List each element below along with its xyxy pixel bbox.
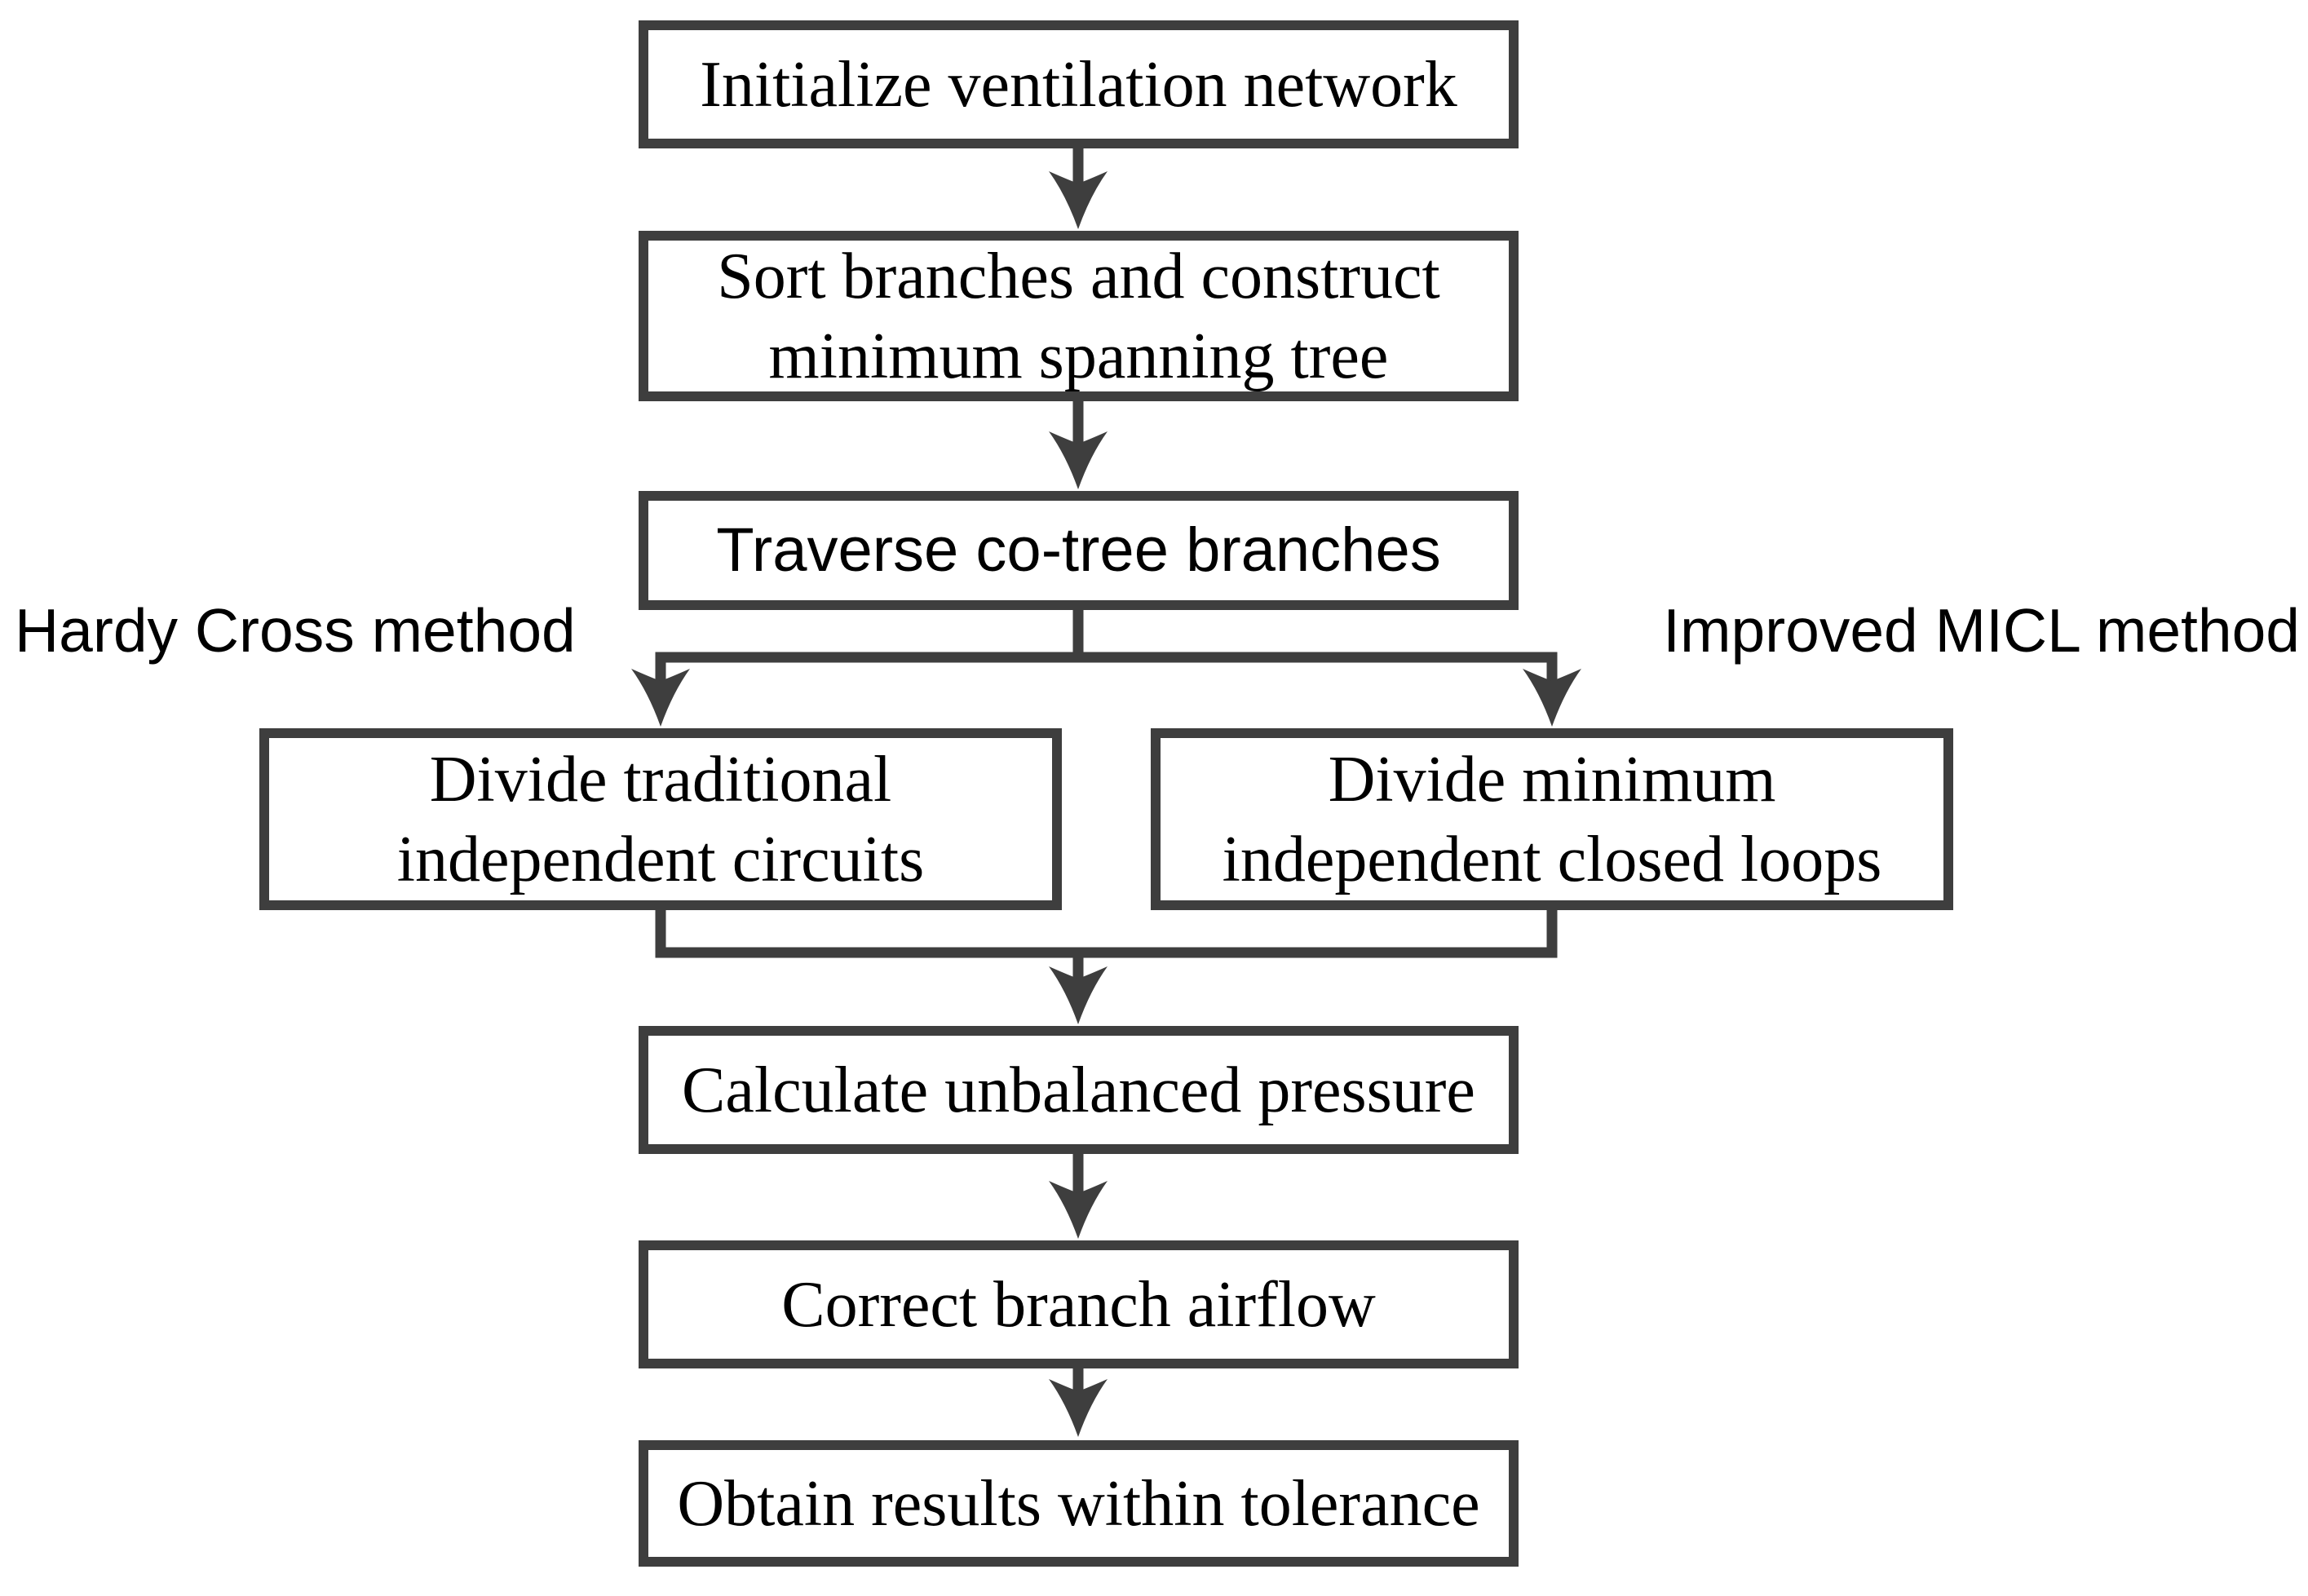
flow-node-traverse: Traverse co-tree branches [639,491,1519,610]
flow-node-divide-minimum: Divide minimum independent closed loops [1151,728,1953,910]
flow-node-sort: Sort branches and construct minimum span… [639,231,1519,401]
label-hardy-cross-method: Hardy Cross method [15,596,576,665]
node-label: Divide traditional [429,743,892,816]
flow-node-divide-traditional: Divide traditional independent circuits [259,728,1062,910]
merge-connector [655,910,1558,1024]
node-label: Obtain results within tolerance [677,1467,1480,1540]
node-label: independent closed loops [1222,823,1882,895]
label-improved-micl-method: Improved MICL method [1663,596,2300,665]
arrow-sort-to-traverse [1049,401,1108,489]
node-label: independent circuits [396,823,925,895]
arrow-calculate-to-correct [1049,1154,1108,1239]
flow-node-calculate: Calculate unbalanced pressure [639,1026,1519,1154]
flow-node-initialize: Initialize ventilation network [639,20,1519,148]
node-label: Initialize ventilation network [700,48,1457,121]
node-label: Sort branches and construct [717,240,1440,312]
split-connector [631,610,1581,727]
node-label: Calculate unbalanced pressure [682,1054,1475,1126]
node-label: Traverse co-tree branches [716,515,1441,585]
node-label: minimum spanning tree [768,320,1389,392]
node-label: Correct branch airflow [781,1268,1376,1341]
arrow-correct-to-obtain [1049,1368,1108,1437]
node-label: Divide minimum [1328,743,1776,816]
flow-node-correct: Correct branch airflow [639,1240,1519,1368]
flow-node-obtain: Obtain results within tolerance [639,1440,1519,1567]
arrow-initialize-to-sort [1049,148,1108,229]
